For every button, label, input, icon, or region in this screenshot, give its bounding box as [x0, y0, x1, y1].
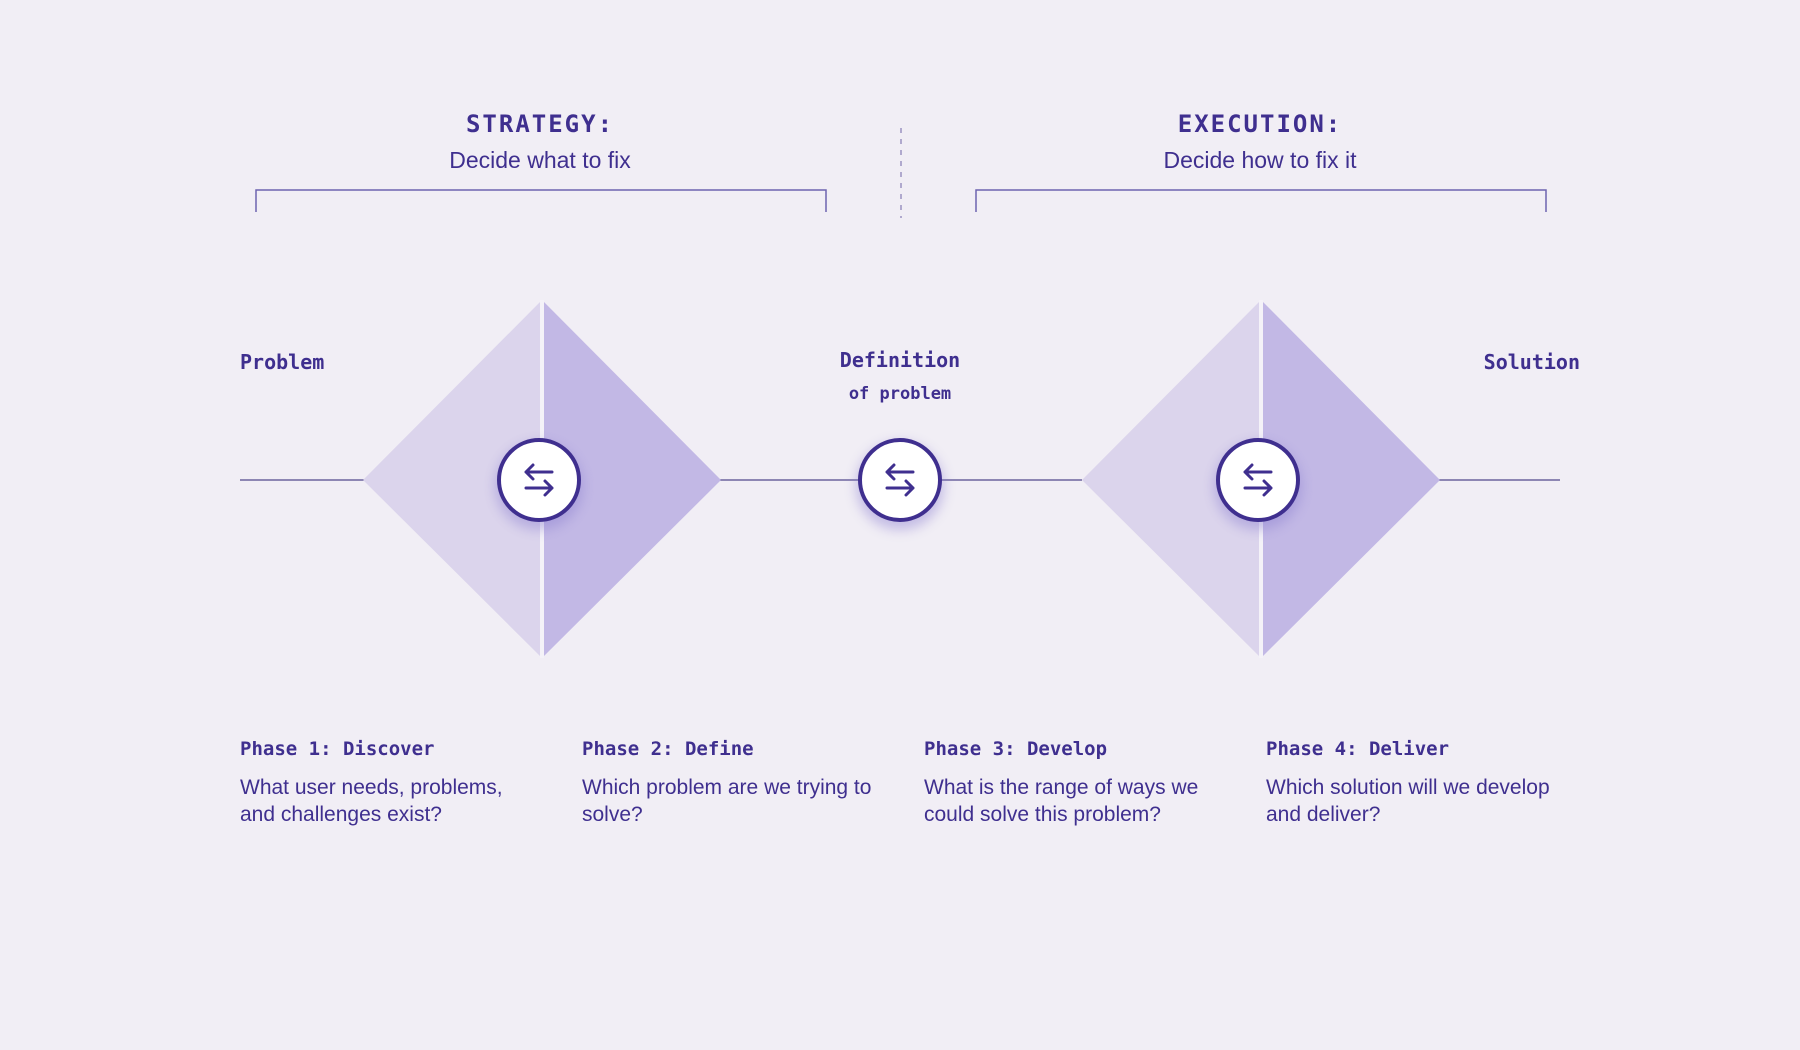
phase-3: Phase 3: Develop What is the range of wa…	[924, 738, 1224, 828]
phase-1-title: Phase 1: Discover	[240, 738, 435, 760]
execution-title: EXECUTION:	[1177, 110, 1343, 138]
diamond-1-left	[363, 300, 542, 658]
definition-label-line1: Definition	[839, 348, 961, 372]
phase-2-description: Which problem are we trying to solve?	[582, 776, 872, 826]
execution-bracket	[975, 189, 1547, 212]
strategy-title: STRATEGY:	[465, 110, 615, 138]
diamond-2-right	[1261, 300, 1440, 658]
execution-subtitle: Decide how to fix it	[1163, 147, 1357, 173]
swap-arrows-icon	[856, 438, 944, 530]
diamond-1-right	[542, 300, 721, 658]
phase-3-title: Phase 3: Develop	[924, 738, 1108, 760]
phase-4-title: Phase 4: Deliver	[1266, 738, 1450, 760]
strategy-bracket	[255, 189, 827, 212]
phase-1: Phase 1: Discover What user needs, probl…	[240, 738, 540, 828]
solution-label: Solution	[1483, 350, 1580, 374]
diamond-2-left	[1082, 300, 1261, 658]
swap-arrows-icon	[1214, 438, 1302, 530]
definition-label-line2: of problem	[848, 384, 952, 404]
problem-label: Problem	[240, 350, 325, 374]
phase-3-description: What is the range of ways we could solve…	[924, 776, 1199, 826]
phase-1-description: What user needs, problems, and challenge…	[240, 776, 503, 826]
phase-4-description: Which solution will we develop and deliv…	[1266, 776, 1550, 826]
strategy-subtitle: Decide what to fix	[449, 147, 631, 173]
phase-2-title: Phase 2: Define	[582, 738, 754, 760]
swap-arrows-icon	[495, 438, 583, 530]
phase-4: Phase 4: Deliver Which solution will we …	[1266, 738, 1566, 828]
phase-2: Phase 2: Define Which problem are we try…	[582, 738, 882, 828]
